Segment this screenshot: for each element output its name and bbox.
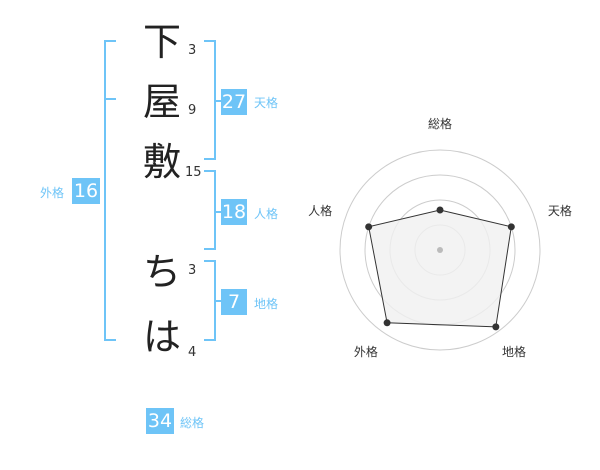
radar-point	[436, 206, 444, 214]
chikaku-connector	[214, 300, 222, 302]
gaikaku-bracket-mid	[104, 98, 116, 100]
chikaku-label: 地格	[254, 297, 279, 311]
gaikaku-bracket	[104, 40, 106, 341]
stroke-count-4: 3	[188, 263, 197, 278]
name-char-4: ち	[142, 250, 181, 294]
radar-axis-label: 総格	[428, 116, 452, 131]
radar-axis-label: 人格	[308, 203, 332, 218]
stroke-count-5: 4	[188, 345, 197, 360]
gaikaku-bracket-bottom	[104, 339, 116, 341]
soukaku-value: 34	[146, 408, 174, 434]
radar-ring	[339, 149, 541, 351]
jinkaku-bracket-top	[204, 170, 216, 172]
jinkaku-connector	[214, 211, 222, 213]
chikaku-bracket-top	[204, 260, 216, 262]
radar-axis-label: 外格	[354, 344, 378, 359]
tenkaku-bracket-top	[204, 40, 216, 42]
gaikaku-bracket-top	[104, 40, 116, 42]
gaikaku-value: 16	[72, 178, 100, 204]
tenkaku-label: 天格	[254, 96, 279, 110]
name-char-3: 敷	[142, 140, 181, 184]
chikaku-bracket-bottom	[204, 339, 216, 341]
name-char-2: 屋	[142, 80, 181, 124]
radar-point	[507, 223, 515, 231]
jinkaku-label: 人格	[254, 207, 279, 221]
radar-axis-label: 天格	[548, 203, 572, 218]
radar-center-dot	[437, 247, 443, 253]
tenkaku-bracket-bottom	[204, 158, 216, 160]
stroke-count-2: 9	[188, 103, 197, 118]
chikaku-value: 7	[221, 289, 247, 315]
jinkaku-bracket	[214, 170, 216, 250]
jinkaku-value: 18	[221, 199, 247, 225]
radar-point	[365, 223, 373, 231]
gaikaku-label: 外格	[40, 186, 65, 200]
name-char-5: は	[142, 315, 181, 359]
soukaku-label: 総格	[180, 416, 205, 430]
radar-point	[492, 323, 500, 331]
name-char-1: 下	[142, 20, 181, 64]
radar-polygon	[368, 209, 512, 328]
stroke-count-3: 15	[185, 165, 202, 180]
jinkaku-bracket-bottom	[204, 248, 216, 250]
stroke-count-1: 3	[188, 43, 197, 58]
tenkaku-value: 27	[221, 89, 247, 115]
radar-axis-label: 地格	[502, 344, 526, 359]
radar-point	[383, 319, 391, 327]
tenkaku-connector	[214, 100, 222, 102]
